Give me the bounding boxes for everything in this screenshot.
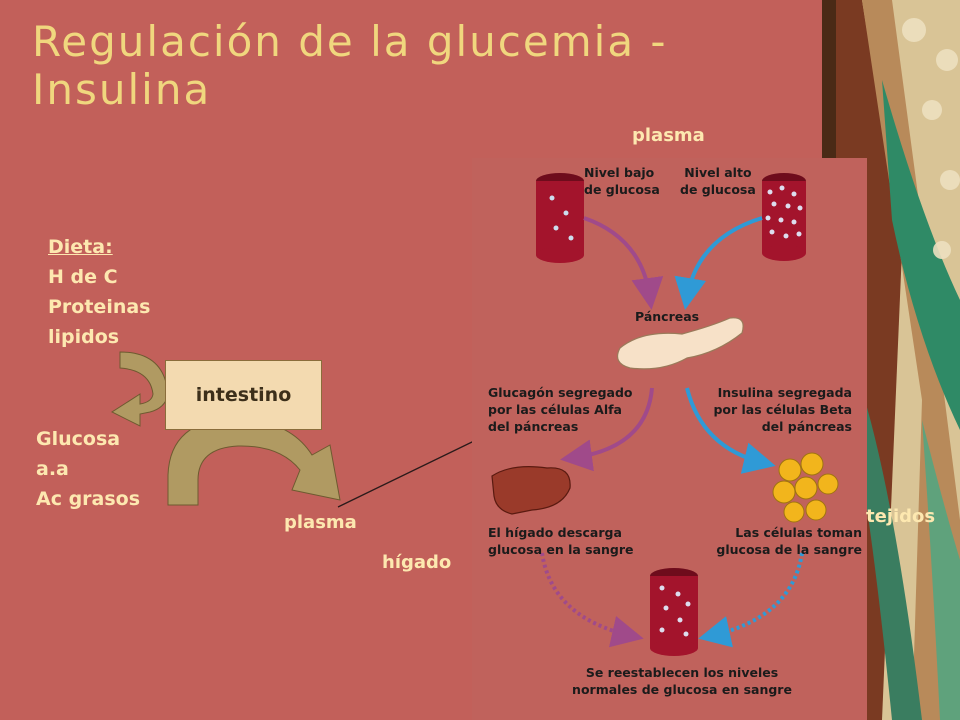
intestine-box: intestino bbox=[165, 360, 322, 430]
text-line: de glucosa bbox=[680, 182, 756, 197]
text-glucagon: Glucagón segregado por las células Alfa … bbox=[488, 384, 633, 435]
text-line: de glucosa bbox=[584, 182, 660, 197]
diet-item: H de C bbox=[48, 266, 118, 288]
curved-arrow-diet bbox=[110, 351, 169, 427]
text-nivel-alto: Nivel alto de glucosa bbox=[680, 164, 756, 198]
arrow-pancreas-to-cells bbox=[685, 387, 776, 474]
product-item: Ac grasos bbox=[36, 488, 141, 510]
text-higado-descarga: El hígado descarga glucosa en la sangre bbox=[488, 524, 634, 558]
arrow-cells-to-blood bbox=[698, 552, 804, 648]
figure-graphics bbox=[491, 173, 839, 656]
slide-title: Regulación de la glucemia - Insulina bbox=[32, 17, 668, 114]
text-line: Se reestablecen los niveles bbox=[585, 665, 779, 680]
text-line: glucosa en la sangre bbox=[488, 542, 634, 557]
diet-item: Proteinas bbox=[48, 296, 151, 318]
label-tejidos: tejidos bbox=[866, 506, 936, 527]
blood-vessel-low-icon bbox=[536, 173, 584, 263]
fat-cells-icon bbox=[772, 452, 839, 523]
text-line: Insulina segregada bbox=[717, 385, 852, 400]
diet-item: lipidos bbox=[48, 326, 120, 348]
arrow-liver-to-blood bbox=[540, 552, 644, 648]
text-line: El hígado descarga bbox=[488, 525, 622, 540]
text-celulas-toman: Las células toman glucosa de la sangre bbox=[716, 524, 862, 558]
label-plasma-top: plasma bbox=[632, 125, 705, 146]
text-line: glucosa de la sangre bbox=[716, 542, 862, 557]
label-plasma-bottom: plasma bbox=[284, 512, 357, 533]
glucose-regulation-figure: Nivel bajo de glucosa Nivel alto de gluc… bbox=[472, 158, 867, 720]
text-line: Nivel alto bbox=[684, 165, 752, 180]
product-item: Glucosa bbox=[36, 428, 121, 450]
text-reestablecen: Se reestablecen los niveles normales de … bbox=[562, 664, 802, 698]
text-line: Las células toman bbox=[735, 525, 862, 540]
text-line: del páncreas bbox=[761, 419, 852, 434]
text-insulina: Insulina segregada por las células Beta … bbox=[712, 384, 852, 435]
arrow-high-to-pancreas bbox=[674, 216, 763, 310]
arrow-low-to-pancreas bbox=[583, 216, 664, 310]
product-item: a.a bbox=[36, 458, 69, 480]
text-pancreas: Páncreas bbox=[635, 309, 700, 324]
text-line: normales de glucosa en sangre bbox=[572, 682, 792, 697]
label-higado: hígado bbox=[382, 552, 452, 573]
text-line: Nivel bajo bbox=[584, 165, 655, 180]
text-nivel-bajo: Nivel bajo de glucosa bbox=[584, 164, 660, 198]
diet-list: Dieta: H de C Proteinas lipidos bbox=[48, 232, 151, 352]
text-line: Glucagón segregado bbox=[488, 385, 633, 400]
blood-vessel-high-icon bbox=[762, 173, 806, 261]
pancreas-icon bbox=[617, 317, 744, 370]
text-line: por las células Alfa bbox=[488, 402, 622, 417]
diet-title: Dieta: bbox=[48, 236, 113, 258]
blood-vessel-normal-icon bbox=[650, 568, 698, 656]
text-line: del páncreas bbox=[488, 419, 579, 434]
text-line: por las células Beta bbox=[713, 402, 852, 417]
curved-arrow-plasma bbox=[167, 417, 341, 506]
digestion-arrows bbox=[110, 351, 480, 508]
arrow-pancreas-to-liver bbox=[560, 387, 654, 472]
liver-icon bbox=[491, 466, 571, 515]
products-list: Glucosa a.a Ac grasos bbox=[36, 424, 140, 514]
pointer-line bbox=[337, 437, 480, 508]
